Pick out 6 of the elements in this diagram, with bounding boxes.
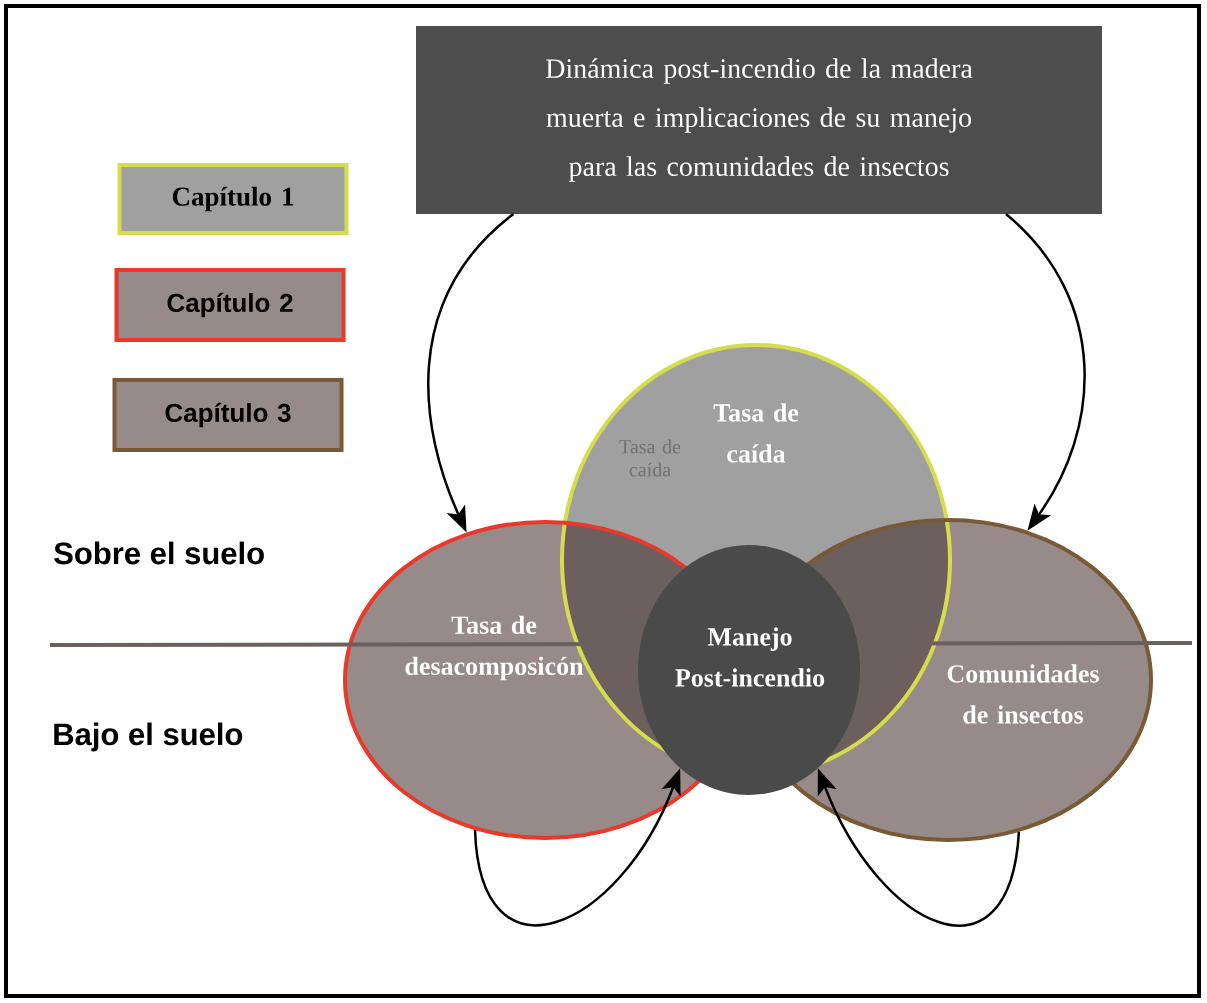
- chapter-box: Capítulo 1: [117, 163, 349, 235]
- region-label: Bajo el suelo: [54, 722, 243, 752]
- title-box: Dinámica post-incendio de la madera muerta e implicaciones de su manejo para las comunidades de insectos: [416, 26, 1102, 214]
- chapter-box: Capítulo 2: [114, 268, 346, 342]
- chapter-box: Capítulo 3: [112, 378, 344, 452]
- region-label: Sobre el suelo: [54, 541, 264, 565]
